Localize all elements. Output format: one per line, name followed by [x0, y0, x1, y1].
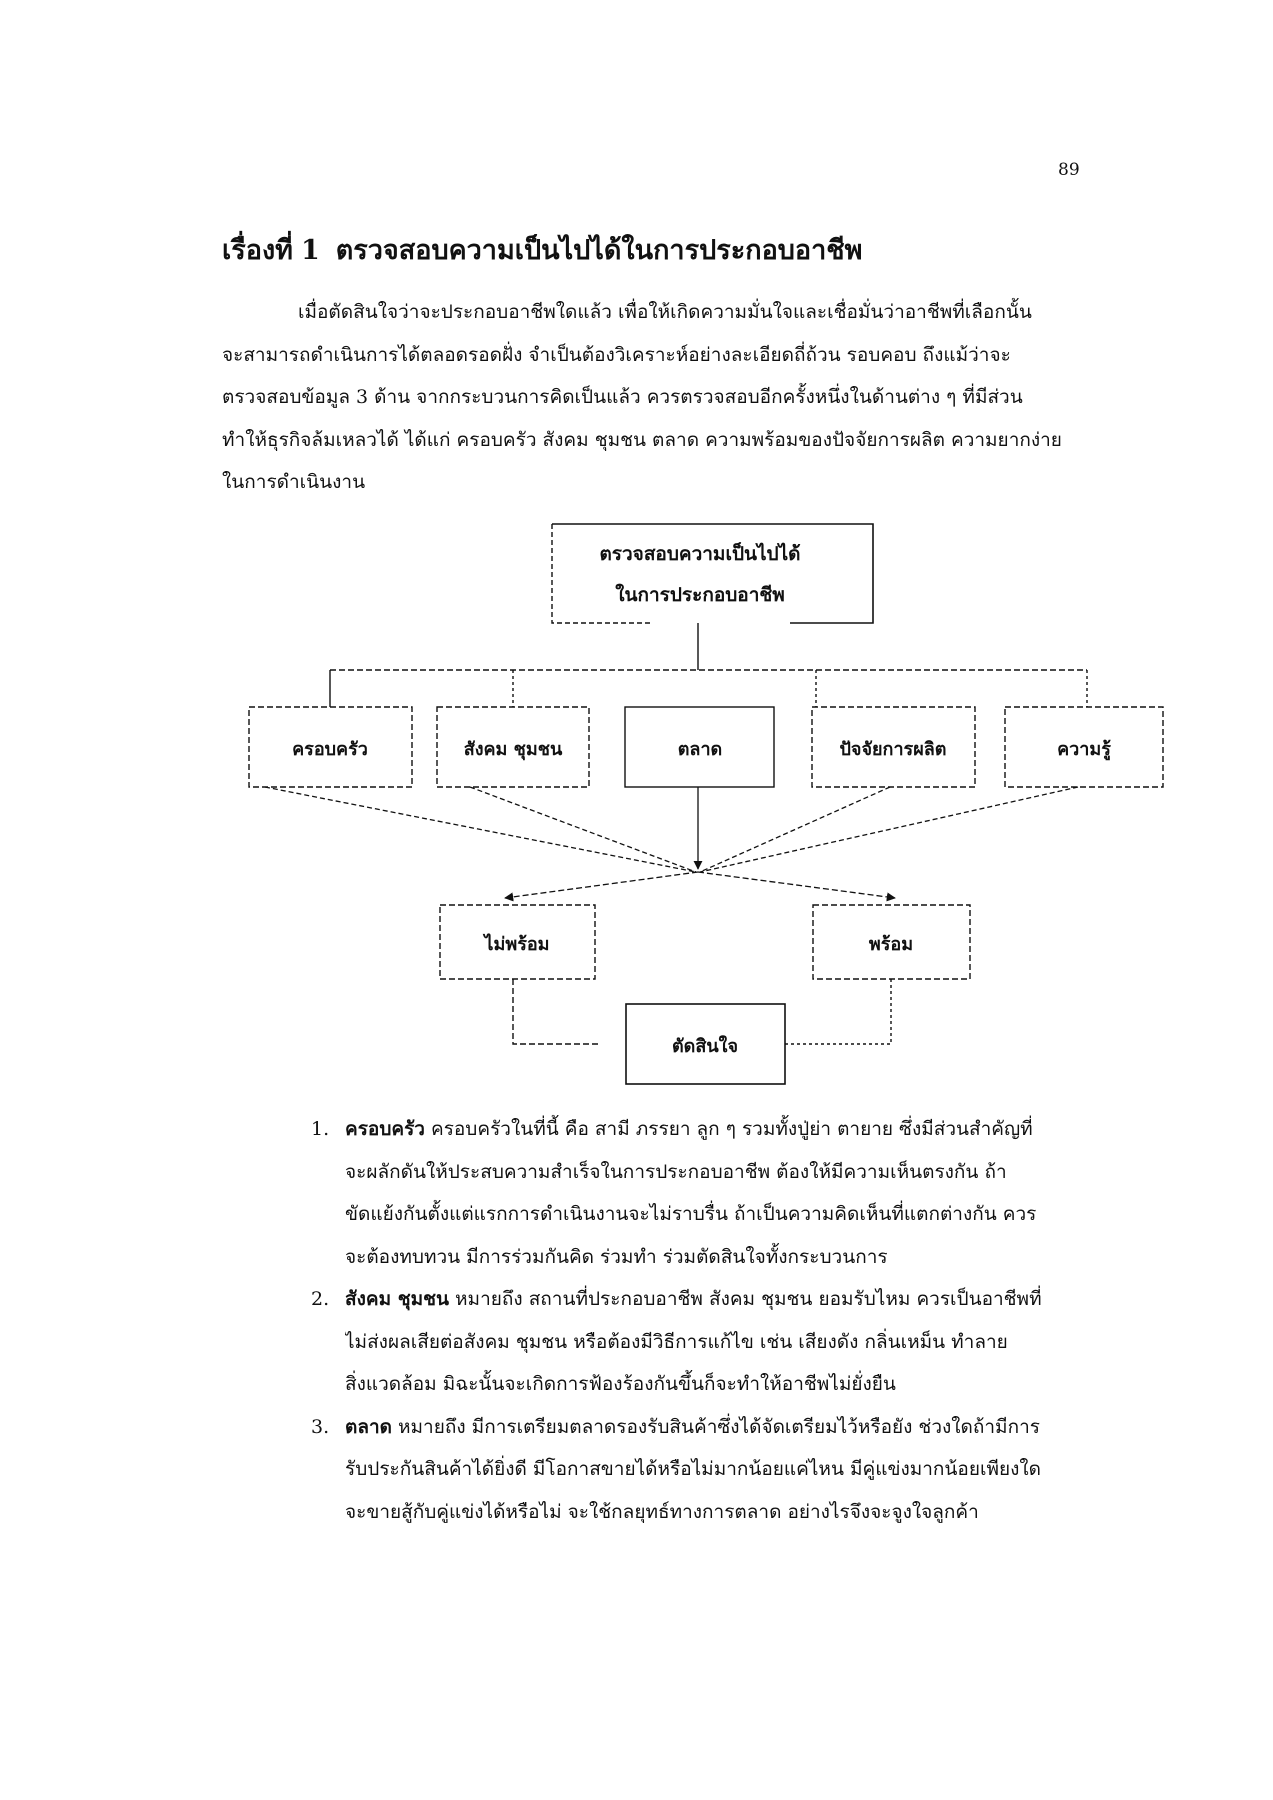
item-term: ตลาด	[345, 1415, 392, 1438]
item-line: รับประกันสินค้าได้ยิ่งดี มีโอกาสขายได้หร…	[345, 1458, 1042, 1480]
factor-label: ตลาด	[678, 739, 723, 760]
factor-box-production: ปัจจัยการผลิต	[811, 706, 976, 788]
heading-prefix: เรื่องที่	[222, 235, 293, 266]
heading-number: 1	[300, 235, 320, 266]
intro-line: ทำให้ธุรกิจล้มเหลวได้ ได้แก่ ครอบครัว สั…	[222, 428, 1062, 451]
list-item: 2. สังคม ชุมชนหมายถึง สถานที่ประกอบอาชีพ…	[311, 1278, 1126, 1406]
item-number: 2.	[311, 1288, 330, 1310]
intro-paragraph: เมื่อตัดสินใจว่าจะประกอบอาชีพใดแล้ว เพื่…	[222, 291, 1127, 504]
decision-label: ตัดสินใจ	[672, 1035, 738, 1057]
factor-box-market: ตลาด	[624, 706, 775, 788]
item-line: หมายถึง มีการเตรียมตลาดรองรับสินค้าซึ่งไ…	[398, 1415, 1040, 1438]
item-line: ไม่ส่งผลเสียต่อสังคม ชุมชน หรือต้องมีวิธ…	[345, 1330, 1008, 1353]
intro-line: ในการดำเนินงาน	[222, 471, 366, 493]
item-number: 1.	[311, 1118, 330, 1140]
item-number: 3.	[311, 1415, 330, 1438]
heading-title: ตรวจสอบความเป็นไปได้ในการประกอบอาชีพ	[335, 235, 863, 266]
item-line: สิ่งแวดล้อม มิฉะนั้นจะเกิดการฟ้องร้องกัน…	[345, 1373, 896, 1395]
outcome-box-not-ready: ไม่พร้อม	[439, 904, 596, 980]
top-box-line2: ในการประกอบอาชีพ	[615, 583, 785, 606]
item-line: จะขายสู้กับคู่แข่งได้หรือไม่ จะใช้กลยุทธ…	[345, 1500, 979, 1523]
intro-line: ตรวจสอบข้อมูล 3 ด้าน จากกระบวนการคิดเป็น…	[222, 386, 1023, 408]
item-term: สังคม ชุมชน	[345, 1288, 450, 1310]
outcome-label-not-ready: ไม่พร้อม	[482, 933, 549, 955]
list-item: 3. ตลาด หมายถึง มีการเตรียมตลาดรองรับสินค…	[311, 1406, 1126, 1534]
item-line: จะต้องทบทวน มีการร่วมกันคิด ร่วมทำ ร่วมต…	[345, 1245, 888, 1268]
intro-line: เมื่อตัดสินใจว่าจะประกอบอาชีพใดแล้ว เพื่…	[298, 301, 1032, 323]
outcome-label-ready: พร้อม	[869, 934, 913, 955]
factor-label: ปัจจัยการผลิต	[839, 739, 946, 760]
top-box-line1: ตรวจสอบความเป็นไปได้	[599, 541, 800, 565]
factor-label: ความรู้	[1057, 739, 1111, 761]
page-number: 89	[1058, 160, 1080, 180]
factor-label: สังคม ชุมชน	[464, 739, 563, 761]
item-term: ครอบครัว	[345, 1118, 425, 1140]
intro-line: จะสามารถดำเนินการได้ตลอดรอดฝั่ง จำเป็นต้…	[222, 343, 1011, 366]
item-line: ครอบครัวในที่นี้ คือ สามี ภรรยา ลูก ๆ รว…	[430, 1118, 1033, 1140]
diagram-top-box: ตรวจสอบความเป็นไปได้ ในการประกอบอาชีพ	[551, 523, 874, 624]
factor-explanation-list: 1. ครอบครัวครอบครัวในที่นี้ คือ สามี ภรร…	[311, 1108, 1126, 1533]
item-line: ขัดแย้งกันตั้งแต่แรกการดำเนินงานจะไม่ราบ…	[345, 1203, 1037, 1225]
factor-box-family: ครอบครัว	[248, 706, 413, 788]
diagram-converging-lines	[264, 786, 1079, 873]
item-line: จะผลักดันให้ประสบความสำเร็จในการประกอบอา…	[345, 1160, 1007, 1183]
factor-box-knowledge: ความรู้	[1004, 706, 1164, 788]
item-line: หมายถึง สถานที่ประกอบอาชีพ สังคม ชุมชน ย…	[455, 1288, 1042, 1310]
diagram-decision-links	[512, 979, 892, 1045]
diagram-branch-lines	[329, 623, 1088, 707]
list-item: 1. ครอบครัวครอบครัวในที่นี้ คือ สามี ภรร…	[311, 1108, 1126, 1278]
factor-box-society: สังคม ชุมชน	[436, 706, 590, 788]
section-heading: เรื่องที่1 ตรวจสอบความเป็นไปได้ในการประกอ…	[222, 228, 862, 271]
diagram-diverging-arrows	[504, 871, 896, 902]
outcome-box-ready: พร้อม	[812, 904, 971, 980]
factor-label: ครอบครัว	[292, 739, 368, 760]
decision-box: ตัดสินใจ	[625, 1003, 786, 1085]
